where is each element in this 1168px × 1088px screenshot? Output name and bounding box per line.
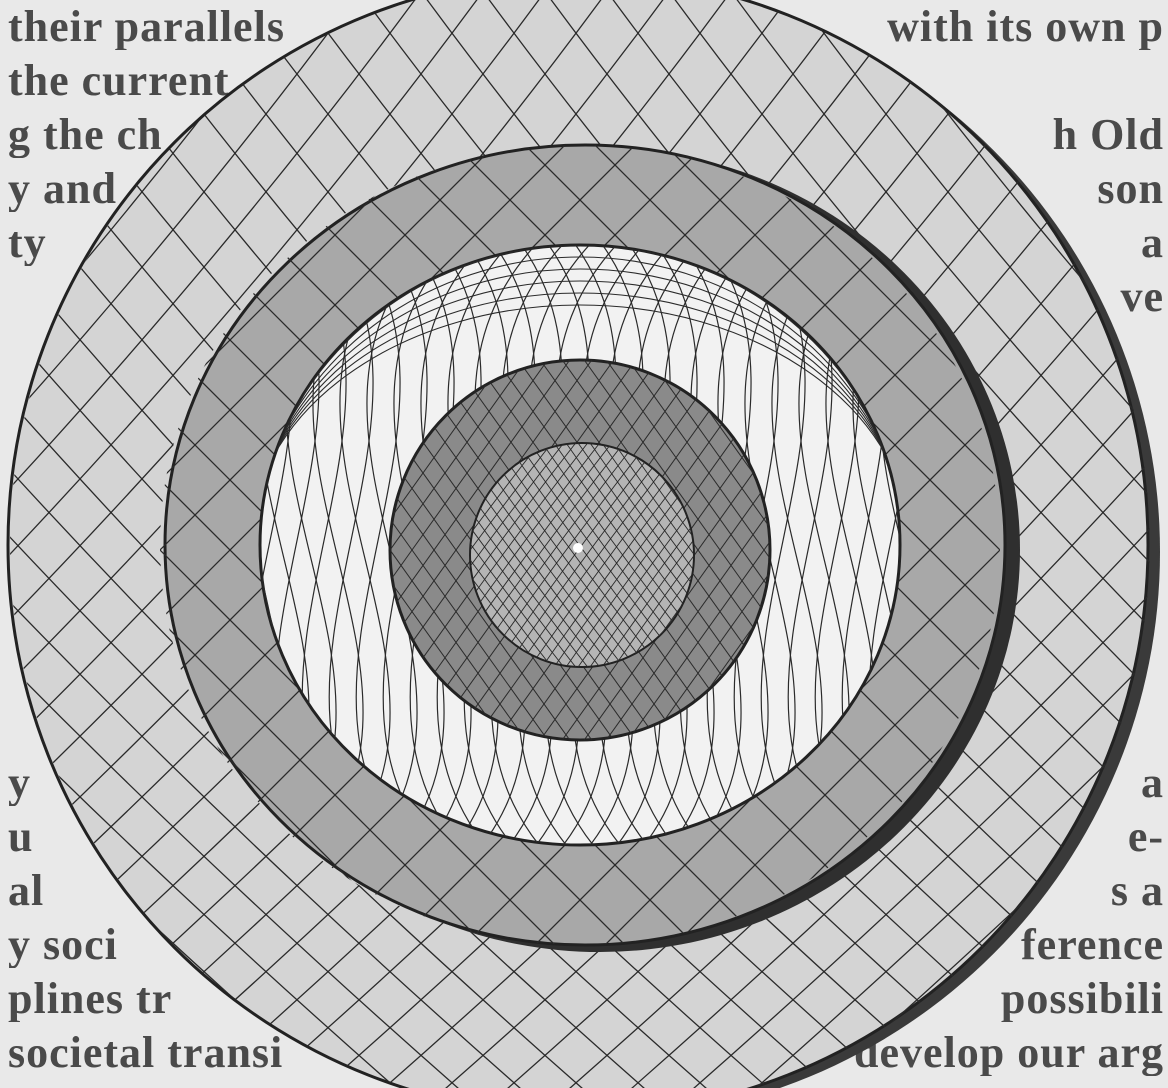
grid-curve bbox=[1164, 340, 1168, 760]
grid-curve bbox=[1164, 340, 1168, 760]
center-point bbox=[573, 543, 583, 553]
core-sphere bbox=[470, 443, 694, 667]
